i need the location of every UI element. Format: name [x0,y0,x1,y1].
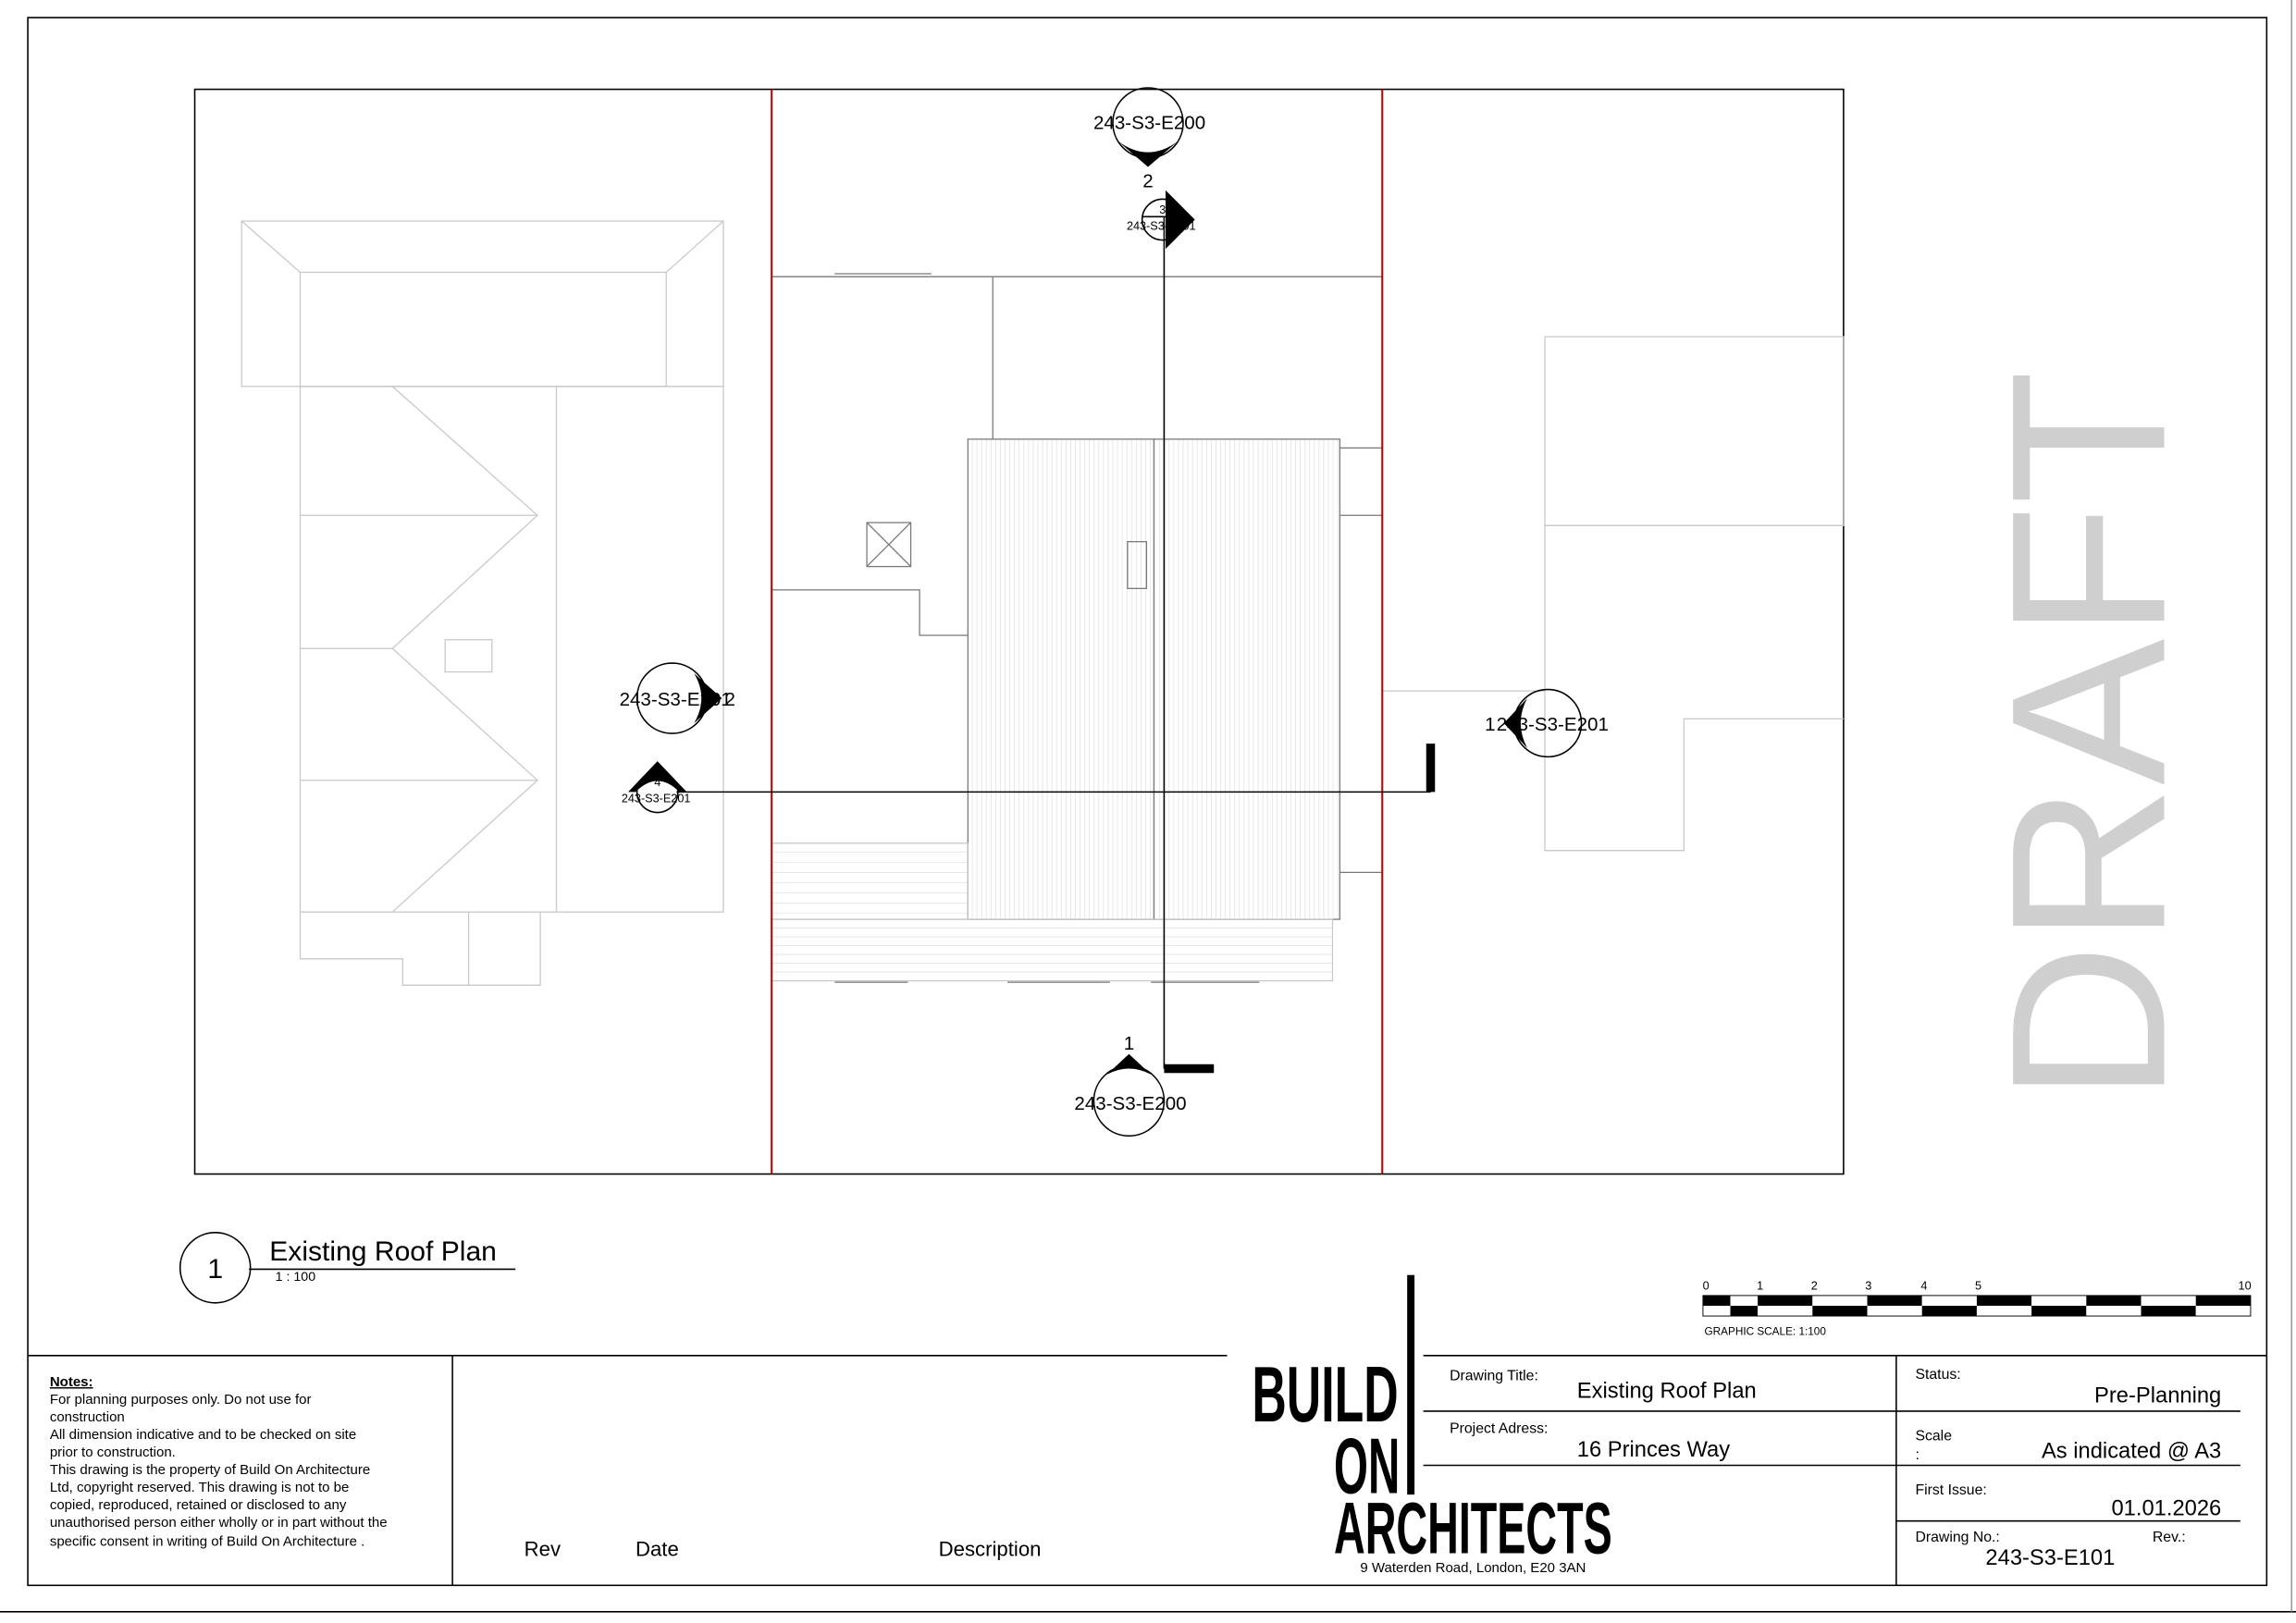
scale-segment [2031,1305,2087,1317]
note-line: For planning purposes only. Do not use f… [50,1392,312,1408]
view-scale: 1 : 100 [276,1270,316,1285]
marker-number: 3 [1159,203,1166,216]
elevation-marker-top[interactable]: 243-S3-E200 2 [1093,87,1205,192]
scale-segment [1730,1305,1759,1317]
scale-outline [1702,1295,2252,1317]
scale-segment [1812,1305,1868,1317]
notes-panel: Notes: For planning purposes only. Do no… [50,1374,388,1550]
view-title: 1 Existing Roof Plan 1 : 100 [179,1232,516,1304]
scale-caption: GRAPHIC SCALE: 1:100 [1705,1325,1827,1338]
note-line: All dimension indicative and to be check… [50,1427,356,1443]
marker-number: 2 [1142,171,1153,192]
scale-segment [2141,1295,2196,1306]
scale-segment [1921,1305,1977,1317]
company-logo: BUILD ON ARCHITECTS 9 Waterden Road, Lon… [1252,1274,1612,1576]
scale-segment [1976,1295,2032,1306]
svg-text:Scale: Scale [1915,1429,1952,1445]
graphic-scale-bar: 0 1 2 3 4 5 10 GRAPHIC SCALE: 1:100 [1702,1280,2252,1338]
scale-label: 4 [1920,1280,1927,1293]
svg-text:Drawing Title:: Drawing Title: [1450,1369,1538,1384]
scale-label: 5 [1975,1280,1981,1293]
status-value: Pre-Planning [2094,1383,2221,1408]
svg-text:Drawing No.:: Drawing No.: [1915,1530,1999,1545]
scale-segment [2195,1305,2251,1317]
note-line: copied, reproduced, retained or disclose… [50,1497,347,1513]
neighbour-house-right [1382,336,1845,852]
date-column-header: Date [636,1538,679,1561]
scale-segment [2195,1295,2251,1306]
elevation-marker-bottom[interactable]: 1 243-S3-E200 [1074,1033,1187,1137]
marker-ref: 243-S3-E201 [620,689,732,710]
marker-ref: 243-S3-E201 [1127,220,1196,233]
scale-segment [1758,1305,1813,1317]
scale-label: 2 [1811,1280,1818,1293]
marker-number: 1 [1124,1033,1134,1054]
company-address: 9 Waterden Road, London, E20 3AN [1360,1560,1586,1576]
note-line: construction [50,1409,125,1425]
marker-ref: 243-S3-E201 [1497,714,1609,735]
scale-segment [1702,1295,1731,1306]
svg-text:ON: ON [1334,1423,1400,1511]
marker-number: 4 [654,776,660,789]
notes-heading: Notes: [50,1374,93,1390]
note-line: prior to construction. [50,1445,176,1460]
scale-segment [1921,1295,1977,1306]
svg-text:ARCHITECTS: ARCHITECTS [1334,1486,1612,1568]
existing-house-roof [771,273,1383,983]
svg-text:First Issue:: First Issue: [1915,1482,1986,1498]
scale-segment [1758,1295,1813,1306]
project-address: 16 Princes Way [1577,1438,1730,1462]
drawing-number: 243-S3-E101 [1985,1546,2115,1570]
draft-watermark: DRAFT [1967,371,2212,1102]
neighbour-house-left [241,220,724,986]
section-marker-4[interactable]: 4 243-S3-E201 [622,761,691,814]
scale-segment [1812,1295,1868,1306]
scale-segment [1702,1305,1731,1317]
svg-text::: : [1915,1447,1919,1463]
scale-segment [1867,1305,1922,1317]
scale-label: 3 [1865,1280,1871,1293]
marker-ref: 243-S3-E201 [622,792,691,805]
roof-plan-viewport: 243-S3-E200 2 3 243-S3-E201 243-S3-E201 … [193,87,1845,1175]
sheet-border [27,17,2268,1587]
scale-segment [2031,1295,2087,1306]
drawing-title: Existing Roof Plan [1577,1380,1757,1404]
scale-segment [2086,1305,2142,1317]
section-tick [1164,1064,1215,1074]
section-marker-3[interactable]: 3 243-S3-E201 [1127,190,1196,250]
note-line: unauthorised person either wholly or in … [50,1515,388,1531]
scale-label: 1 [1757,1280,1763,1293]
description-column-header: Description [939,1538,1042,1561]
svg-text:Status:: Status: [1915,1367,1960,1383]
scale-segment [2141,1305,2196,1317]
scale-segment [1976,1305,2032,1317]
scale-label: 10 [2239,1280,2252,1293]
view-title-text: Existing Roof Plan [269,1236,497,1267]
rev-column-header: Rev [525,1538,561,1561]
revision-table: Rev Date Description [525,1538,1042,1561]
section-tick [1426,744,1436,793]
svg-text:Project Adress:: Project Adress: [1450,1421,1548,1437]
svg-text:Rev.:: Rev.: [2153,1530,2186,1545]
marker-ref: 243-S3-E200 [1074,1093,1186,1114]
view-number: 1 [207,1254,223,1285]
scale-segment [1730,1295,1759,1306]
svg-text:BUILD: BUILD [1252,1351,1398,1439]
scale-segment [1867,1295,1922,1306]
note-line: Ltd, copyright reserved. This drawing is… [50,1480,350,1495]
note-line: This drawing is the property of Build On… [50,1462,370,1478]
elevation-marker-right[interactable]: 1 243-S3-E201 [1485,688,1609,758]
scale-label: 0 [1703,1280,1710,1293]
note-line: specific consent in writing of Build On … [50,1534,365,1550]
scale-segment [2086,1295,2142,1306]
elevation-marker-left[interactable]: 243-S3-E201 2 [620,662,735,734]
title-block-fields: Drawing Title: Existing Roof Plan Projec… [1450,1367,2221,1570]
marker-ref: 243-S3-E200 [1093,112,1205,133]
scale-value: As indicated @ A3 [2042,1440,2221,1464]
marker-number: 1 [1485,714,1495,735]
title-block-frame [28,1354,2267,1586]
marker-number: 2 [725,689,735,710]
first-issue-date: 01.01.2026 [2111,1496,2221,1520]
